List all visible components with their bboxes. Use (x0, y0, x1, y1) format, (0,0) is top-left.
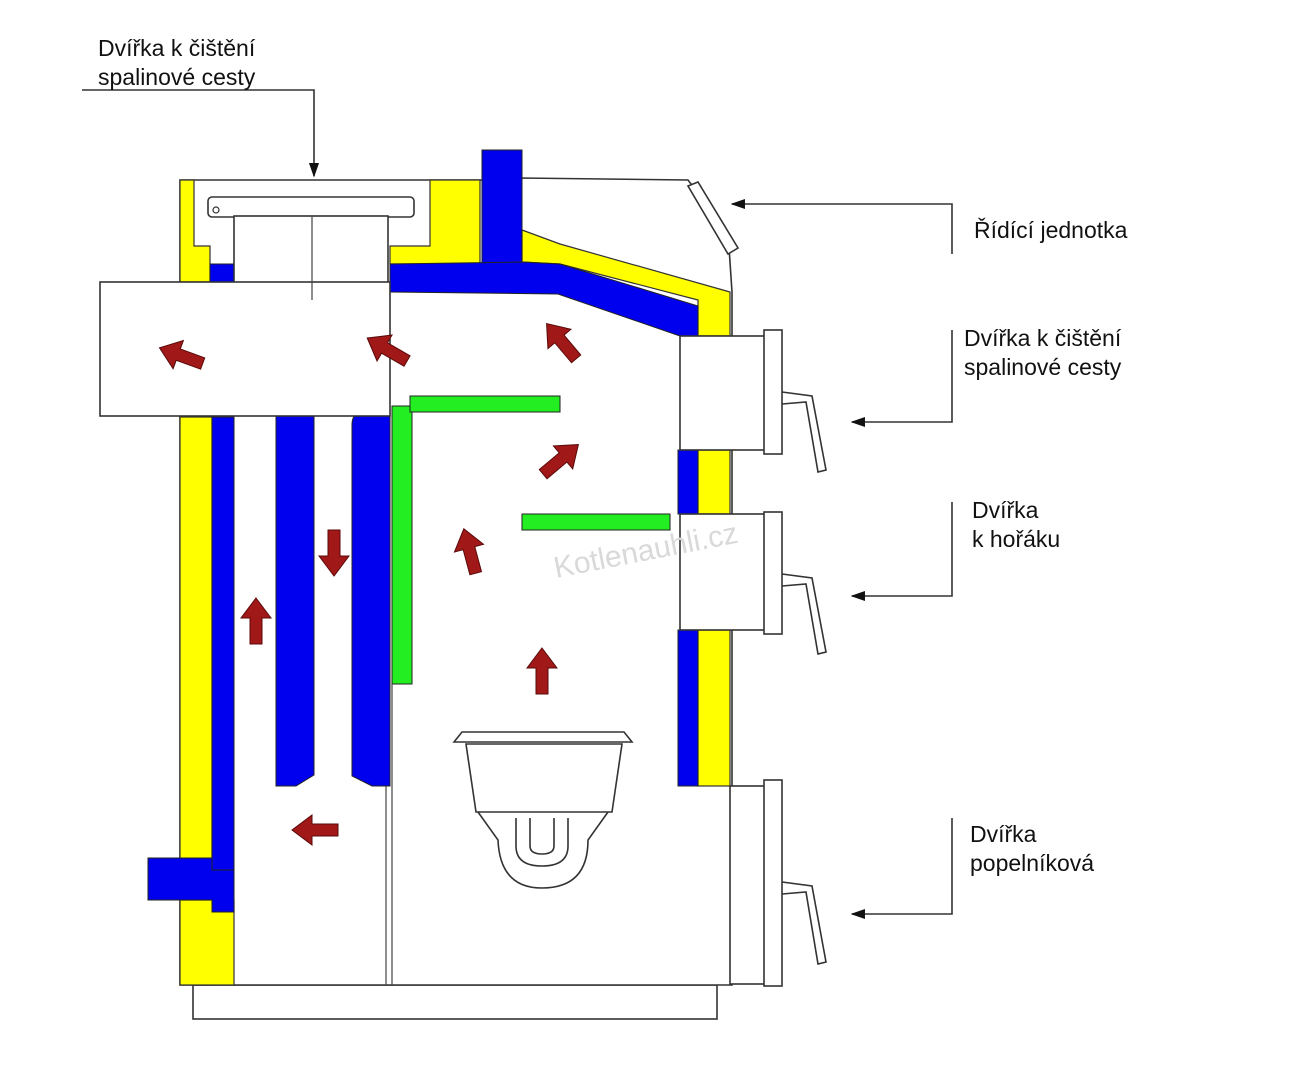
pointer-arrow (82, 89, 320, 178)
side-cleaning-door-plate (763, 329, 783, 455)
label-top-cleaning-door: Dvířka k čištění spalinové cesty (98, 34, 255, 92)
boiler-base (192, 984, 718, 1020)
label-line: Řídící jednotka (974, 217, 1128, 243)
burner-door-box (679, 513, 777, 631)
burner-icon (452, 731, 634, 889)
label-line: Dvířka (972, 497, 1039, 523)
water-jacket-inlet (147, 857, 235, 913)
baffle-vertical (391, 405, 413, 685)
flue-gas-flow-arrow (318, 529, 350, 577)
pointer-arrow (850, 502, 953, 602)
flue-gas-flow-arrow (538, 444, 580, 480)
flue-gas-flow-arrow (158, 339, 206, 370)
label-line: Dvířka k čištění (964, 325, 1122, 351)
label-burner-door: Dvířka k hořáku (972, 496, 1060, 554)
top-door-neck (233, 215, 389, 285)
pointer-arrow (850, 818, 953, 920)
door-handle-icon (781, 391, 827, 473)
pointer-arrow (730, 198, 953, 254)
label-line: Dvířka (970, 821, 1037, 847)
baffle-lower (521, 513, 671, 531)
baffle-top (409, 395, 561, 413)
label-line: Dvířka k čištění (98, 35, 256, 61)
insulation-left-bottom (179, 899, 235, 986)
flue-outlet (99, 281, 391, 417)
flue-gas-flow-arrow (240, 597, 272, 645)
burner-door-plate (763, 511, 783, 635)
flue-gas-flow-arrow (291, 814, 339, 846)
flue-gas-flow-arrows (158, 322, 582, 846)
water-jacket-right-mid (677, 449, 699, 515)
top-cleaning-door (207, 196, 415, 218)
label-line: spalinové cesty (98, 64, 256, 90)
flue-gas-flow-arrow (453, 528, 485, 576)
door-handle-icon (781, 573, 827, 655)
flue-gas-flow-arrow (526, 647, 558, 695)
control-unit (686, 181, 740, 256)
water-jacket-chimney (481, 149, 523, 265)
water-jacket-left-top (209, 263, 235, 285)
water-jacket-inner-right (351, 403, 391, 787)
flue-gas-flow-arrow (366, 334, 411, 367)
ash-door-plate (763, 779, 783, 987)
water-jacket-right-low (677, 629, 699, 787)
label-line: k hořáku (972, 526, 1061, 552)
label-line: popelníková (970, 850, 1095, 876)
label-side-cleaning-door: Dvířka k čištění spalinové cesty (964, 324, 1121, 382)
water-jacket-left (211, 416, 235, 913)
side-cleaning-door-box (679, 335, 777, 451)
insulation-right-mid (697, 449, 731, 515)
top-door-hinge (212, 206, 220, 214)
label-ash-door: Dvířka popelníková (970, 820, 1094, 878)
label-control-unit: Řídící jednotka (974, 216, 1127, 245)
insulation-right-low (697, 629, 731, 787)
label-line: spalinové cesty (964, 354, 1122, 380)
flue-gas-flow-arrow (546, 322, 582, 364)
pointer-arrow (850, 330, 953, 428)
door-handle-icon (781, 881, 827, 965)
